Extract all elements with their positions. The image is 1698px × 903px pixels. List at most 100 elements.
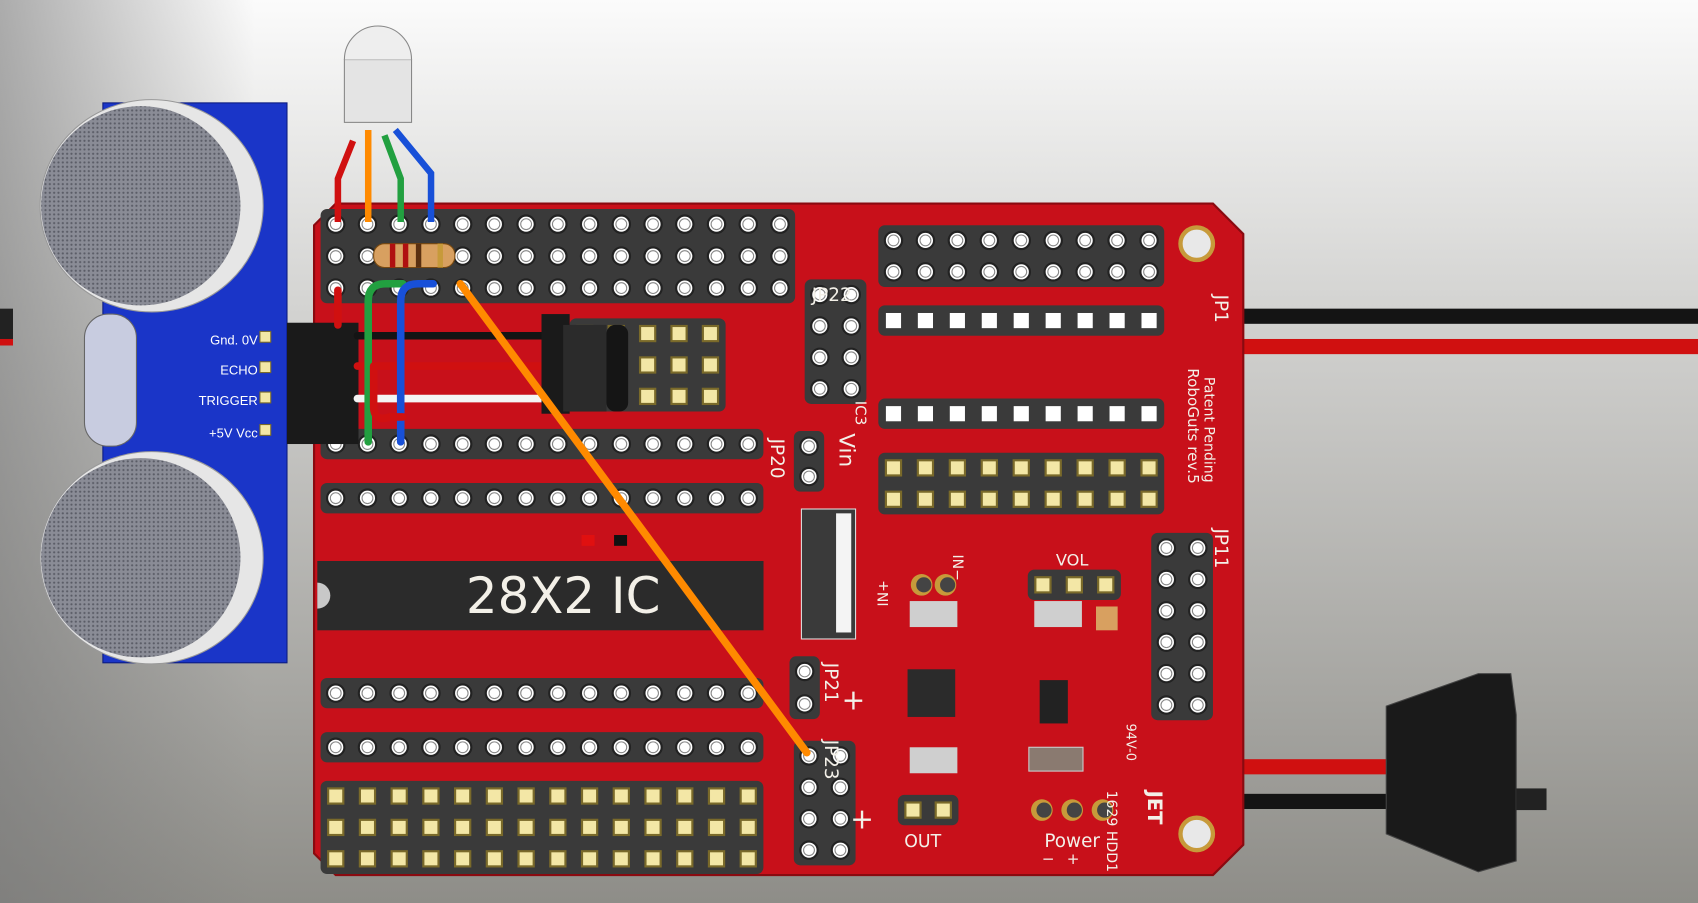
label-minus: −: [1042, 850, 1055, 868]
pin-hole-ring: [774, 218, 786, 231]
pin-hole-ring: [919, 265, 932, 278]
pin-hole-ring: [393, 741, 406, 754]
pin-hole-ring: [798, 665, 811, 678]
pin-hole-ring: [551, 687, 564, 700]
pin-hole-ring: [710, 250, 723, 263]
label-vol: VOL: [1056, 550, 1089, 569]
sensor-pin-label: Gnd. 0V: [210, 332, 258, 347]
pin-hole: [675, 488, 695, 508]
socket-pin: [949, 406, 965, 422]
pin-hole: [548, 278, 568, 298]
pin-hole: [452, 214, 473, 234]
through-hole-pin: [1036, 802, 1052, 818]
socket-pin: [885, 312, 902, 329]
gold-pad: [549, 818, 567, 837]
mounting-hole: [1178, 225, 1216, 263]
pin-hole: [1188, 538, 1208, 558]
pin-hole-ring: [742, 741, 755, 754]
pin-hole: [1107, 230, 1127, 251]
pin-hole: [1043, 230, 1063, 251]
pin-hole-ring: [1191, 636, 1204, 649]
pin-hole-ring: [583, 218, 596, 231]
pin-hole-ring: [583, 492, 596, 505]
pin-hole: [675, 278, 695, 298]
pin-hole: [452, 737, 473, 758]
pin-hole: [389, 488, 409, 508]
left-cable-stub: [0, 308, 13, 346]
pin-hole: [810, 379, 830, 399]
plug-tip: [1516, 788, 1547, 811]
socket-pin: [949, 312, 965, 329]
pin-hole: [738, 434, 758, 454]
gold-pad: [1097, 576, 1115, 594]
gold-pad: [485, 850, 504, 868]
pin-hole: [1156, 695, 1177, 715]
pin-hole: [706, 683, 727, 703]
pin-hole: [738, 278, 758, 298]
pin-hole: [643, 434, 663, 454]
pin-header: [320, 483, 764, 514]
pin-hole: [799, 840, 819, 860]
pin-hole: [1188, 632, 1208, 652]
pin-hole-ring: [742, 687, 755, 700]
gold-pad: [517, 850, 535, 868]
pin-hole-ring: [1111, 265, 1124, 278]
power-cable-top: [1185, 308, 1698, 355]
pin-hole: [516, 488, 536, 508]
gold-pad: [739, 787, 757, 805]
pin-header: [320, 677, 764, 709]
pin-hole-ring: [1160, 542, 1173, 554]
pcb-board: [312, 202, 1245, 877]
gold-pad: [390, 787, 408, 805]
gold-pad: [1065, 576, 1083, 594]
smd-part: [1034, 601, 1082, 628]
pin-hole: [325, 683, 346, 703]
pin-hole: [830, 840, 851, 860]
pin-hole-ring: [520, 218, 533, 231]
pin-hole-ring: [710, 687, 723, 700]
pin-hole-ring: [710, 218, 723, 231]
label-out: OUT: [904, 832, 941, 852]
pin-hole: [675, 214, 695, 234]
socket-pin: [1045, 406, 1061, 422]
pin-hole-ring: [1160, 667, 1173, 680]
label-jp11: JP11: [1210, 528, 1231, 569]
rgb-led: [334, 25, 435, 223]
pin-hole: [484, 278, 505, 298]
pin-hole-ring: [678, 687, 691, 700]
socket-pin: [1077, 312, 1093, 329]
gold-pad: [701, 324, 720, 343]
pin-header: [1151, 532, 1213, 721]
label-jp23: JP23: [820, 739, 841, 780]
pin-hole: [516, 737, 536, 758]
pin-hole-ring: [710, 492, 723, 505]
pin-hole: [611, 434, 632, 454]
pin-hole-ring: [456, 438, 469, 450]
pin-hole-ring: [551, 282, 564, 295]
pin-hole: [579, 488, 600, 508]
pin-hole-ring: [551, 438, 564, 450]
pin-hole-ring: [520, 687, 533, 700]
pin-hole: [484, 683, 505, 703]
gold-pad: [327, 850, 345, 868]
pin-hole: [810, 284, 830, 305]
gold-pad: [701, 356, 720, 374]
pin-hole-ring: [456, 741, 469, 754]
gold-pad: [1140, 459, 1158, 477]
gold-pad: [549, 850, 567, 868]
pin-hole-ring: [488, 741, 501, 754]
pin-hole: [706, 737, 727, 758]
pin-hole: [1188, 569, 1208, 590]
pin-hole: [830, 809, 851, 829]
pin-hole-ring: [488, 218, 501, 231]
through-hole-pin: [1066, 802, 1082, 818]
pin-hole-ring: [615, 438, 628, 450]
pin-header: [793, 740, 856, 866]
pin-hole-ring: [647, 282, 660, 295]
patent-label: Patent Pending: [1200, 377, 1216, 483]
capacitor: [1028, 746, 1084, 772]
label-plus: +: [842, 683, 866, 716]
pin-hole-ring: [615, 741, 628, 754]
pin-hole-ring: [678, 282, 691, 295]
